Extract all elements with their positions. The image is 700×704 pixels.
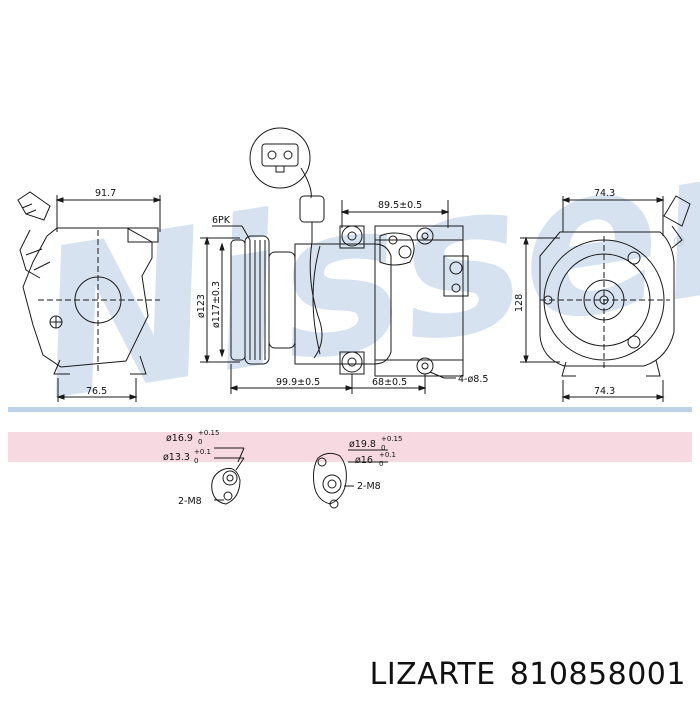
dim-height: 128 xyxy=(514,294,525,312)
port-right-thread: 2-M8 xyxy=(357,481,381,492)
dim-right-top: 74.3 xyxy=(594,188,615,199)
right-view xyxy=(520,195,691,402)
port-right-outer-tol-down: 0 xyxy=(381,444,385,452)
port-right-inner: ø16 xyxy=(355,455,373,466)
port-right-detail xyxy=(313,449,388,509)
port-left-inner: ø13.3 xyxy=(163,452,190,463)
footer-part-number: 810858001 xyxy=(509,657,686,692)
dimension-labels: 91.7 76.5 6PK ø123 ø117±0.3 89.5±0.5 99.… xyxy=(86,188,615,397)
port-right-outer: ø19.8 xyxy=(349,439,376,450)
blue-band-line xyxy=(8,407,692,412)
dim-mount-holes: 4-ø8.5 xyxy=(458,374,488,385)
dim-mount-spacing: 68±0.5 xyxy=(372,377,407,388)
port-left-inner-tol-down: 0 xyxy=(194,457,198,465)
port-right-outer-tol-up: +0.15 xyxy=(381,435,402,443)
port-left-detail xyxy=(211,447,245,505)
port-left-outer-tol-up: +0.15 xyxy=(198,429,219,437)
dim-top-length: 89.5±0.5 xyxy=(378,200,422,211)
port-left-labels: ø16.9 +0.15 0 ø13.3 +0.1 0 2-M8 xyxy=(163,429,219,507)
pink-band xyxy=(8,432,692,462)
footer-caption: LIZARTE 810858001 xyxy=(370,657,686,692)
port-right-labels: ø19.8 +0.15 0 ø16 +0.1 0 2-M8 xyxy=(349,435,402,492)
dim-right-bottom: 74.3 xyxy=(594,386,615,397)
dim-left-top: 91.7 xyxy=(95,188,116,199)
port-left-outer: ø16.9 xyxy=(166,433,193,444)
left-view xyxy=(17,191,162,402)
footer-brand: LIZARTE xyxy=(369,657,496,692)
dim-pulley-grooves: 6PK xyxy=(212,215,231,226)
port-left-inner-tol-up: +0.1 xyxy=(194,448,211,456)
dim-pulley-inner: ø117±0.3 xyxy=(211,281,222,328)
dim-left-bottom: 76.5 xyxy=(86,386,107,397)
center-view xyxy=(200,127,469,394)
port-left-thread: 2-M8 xyxy=(178,496,202,507)
dim-bottom-length: 99.9±0.5 xyxy=(276,377,320,388)
port-left-outer-tol-down: 0 xyxy=(198,438,202,446)
dim-pulley-outer: ø123 xyxy=(196,294,207,318)
port-right-inner-tol-up: +0.1 xyxy=(379,451,396,459)
port-right-inner-tol-down: 0 xyxy=(379,460,383,468)
